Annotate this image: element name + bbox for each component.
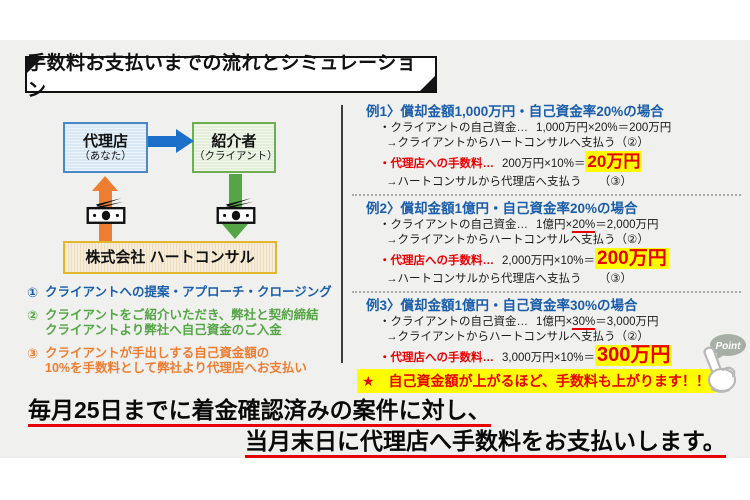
fund-rate: 30%: [572, 316, 596, 330]
fund-pre: 1億円×: [536, 219, 573, 231]
fee-highlight-value: 20万円: [585, 151, 643, 172]
step-1-number: ①: [27, 285, 39, 300]
point-hand-icon: Point: [703, 334, 746, 393]
example-2: 例2〉償却金額1億円・自己資金率20%の場合 ・クライアントの自己資金… 1億円×…: [366, 200, 741, 287]
title-box: 手数料お支払いまでの流れとシミュレーション: [25, 53, 437, 101]
page-title: 手数料お支払いまでの流れとシミュレーション: [27, 52, 417, 101]
step-2-number: ②: [27, 307, 39, 323]
arrow-right-icon: [148, 136, 176, 147]
fund-label: ・クライアントの自己資金…: [379, 219, 529, 231]
arrow-down-icon: [222, 224, 248, 239]
example-1-header: 例1〉償却金額1,000万円・自己資金率20%の場合: [366, 104, 664, 119]
fund-rate: 20%: [594, 122, 618, 134]
company-label: 株式会社 ハートコンサル: [85, 249, 255, 266]
example-1-fee-note: →ハートコンサルから代理店へ支払う （③）: [386, 176, 633, 188]
examples-column: 例1〉償却金額1,000万円・自己資金率20%の場合 ・クライアントの自己資金……: [352, 103, 741, 384]
fund-post: ＝2,000万円: [595, 219, 659, 231]
referrer-sublabel: （クライアント）: [194, 149, 278, 162]
list-item-step-3: ③ クライアントが手出しする自己資金額の 10%を手数料として弊社より代理店へお…: [27, 346, 357, 377]
fund-rate: 20%: [572, 219, 596, 233]
list-item-step-1: ① クライアントへの提案・アプローチ・クロージング: [27, 285, 357, 301]
agent-label: 代理店: [82, 132, 128, 150]
corner-triangle-bottom-right: [420, 76, 435, 91]
vertical-divider: [341, 105, 343, 363]
referrer-box: 紹介者 （クライアント）: [192, 122, 278, 173]
referrer-label: 紹介者: [211, 132, 257, 150]
steps-list: ① クライアントへの提案・アプローチ・クロージング ② クライアントをご紹介いた…: [27, 285, 357, 384]
example-3-header: 例3〉償却金額1億円・自己資金率30%の場合: [366, 298, 638, 313]
example-3-fee-line: ・代理店への手数料… 3,000万円×10%＝ 300万円: [366, 345, 741, 369]
arrow-up-icon: [92, 176, 118, 191]
agent-sublabel: （あなた）: [79, 149, 132, 162]
corner-triangle-top-left: [27, 58, 42, 73]
example-3-fund-line: ・クライアントの自己資金… 1億円×30%＝3,000万円: [366, 315, 741, 330]
example-2-fund-line: ・クライアントの自己資金… 1億円×20%＝2,000万円: [366, 218, 741, 233]
example-1-fee-line: ・代理店への手数料… 200万円×10%＝ 20万円: [366, 151, 741, 175]
highlight-banner: ★ 自己資金額が上がるほど、手数料も上がります！！: [357, 369, 715, 393]
example-3-fund-note: →クライアントからハートコンサルへ支払う（②）: [386, 331, 649, 343]
arrow-right-head-icon: [176, 129, 194, 153]
example-1-fund-note: →クライアントからハートコンサルへ支払う（②）: [386, 137, 649, 149]
fee-highlight-value: 200万円: [595, 248, 669, 269]
list-item-step-2: ② クライアントをご紹介いただき、弊社と契約締結 クライアントより弊社へ自己資金…: [27, 308, 357, 339]
example-1-fund-line: ・クライアントの自己資金… 1,000万円×20%＝200万円: [366, 121, 741, 136]
fee-highlight-value: 300万円: [595, 344, 673, 366]
example-2-header: 例2〉償却金額1億円・自己資金率20%の場合: [366, 201, 638, 216]
fee-label: ・代理店への手数料…: [379, 352, 494, 364]
fee-label: ・代理店への手数料…: [379, 255, 494, 267]
fee-calc: 3,000万円×10%＝: [502, 352, 596, 364]
fund-post: ＝200万円: [617, 122, 672, 134]
footer-line-1: 毎月25日までに着金確認済みの案件に対し、: [28, 391, 491, 427]
step-1-text: クライアントへの提案・アプローチ・クロージング: [45, 285, 332, 299]
fee-calc: 200万円×10%＝: [502, 158, 586, 170]
fee-calc: 2,000万円×10%＝: [502, 255, 596, 267]
fund-post: ＝3,000万円: [595, 316, 659, 328]
banknote-icon: [86, 198, 126, 224]
fee-label: ・代理店への手数料…: [379, 158, 494, 170]
dotted-separator: [352, 194, 741, 196]
example-2-fee-note: →ハートコンサルから代理店へ支払う （③）: [386, 273, 633, 285]
fund-pre: 1億円×: [536, 316, 573, 328]
fund-calc: 1億円×20%＝2,000万円: [536, 219, 659, 233]
step-3-text: クライアントが手出しする自己資金額の 10%を手数料として弊社より代理店へお支払…: [45, 345, 307, 376]
footer-line-2-text: 当月末日に代理店へ手数料をお支払いします。: [245, 428, 726, 458]
fund-label: ・クライアントの自己資金…: [379, 122, 529, 134]
fund-calc: 1,000万円×20%＝200万円: [536, 122, 671, 134]
step-3-number: ③: [27, 345, 39, 361]
step-2-text: クライアントをご紹介いただき、弊社と契約締結 クライアントより弊社へ自己資金のご…: [45, 307, 319, 338]
point-bubble-label: Point: [716, 341, 742, 352]
company-box: 株式会社 ハートコンサル: [63, 241, 277, 274]
example-1: 例1〉償却金額1,000万円・自己資金率20%の場合 ・クライアントの自己資金……: [366, 103, 741, 190]
fund-calc: 1億円×30%＝3,000万円: [536, 316, 659, 330]
banknote-icon: [216, 198, 256, 224]
fund-label: ・クライアントの自己資金…: [379, 316, 529, 328]
example-2-fee-line: ・代理店への手数料… 2,000万円×10%＝ 200万円: [366, 248, 741, 272]
example-2-fund-note: →クライアントからハートコンサルへ支払う（②）: [386, 234, 649, 246]
footer-line-2: 当月末日に代理店へ手数料をお支払いします。: [245, 422, 726, 458]
dotted-separator: [352, 291, 741, 293]
agent-box: 代理店 （あなた）: [63, 122, 148, 173]
footer-line-1-text: 毎月25日までに着金確認済みの案件に対し、: [28, 397, 491, 427]
fund-pre: 1,000万円×: [536, 122, 595, 134]
